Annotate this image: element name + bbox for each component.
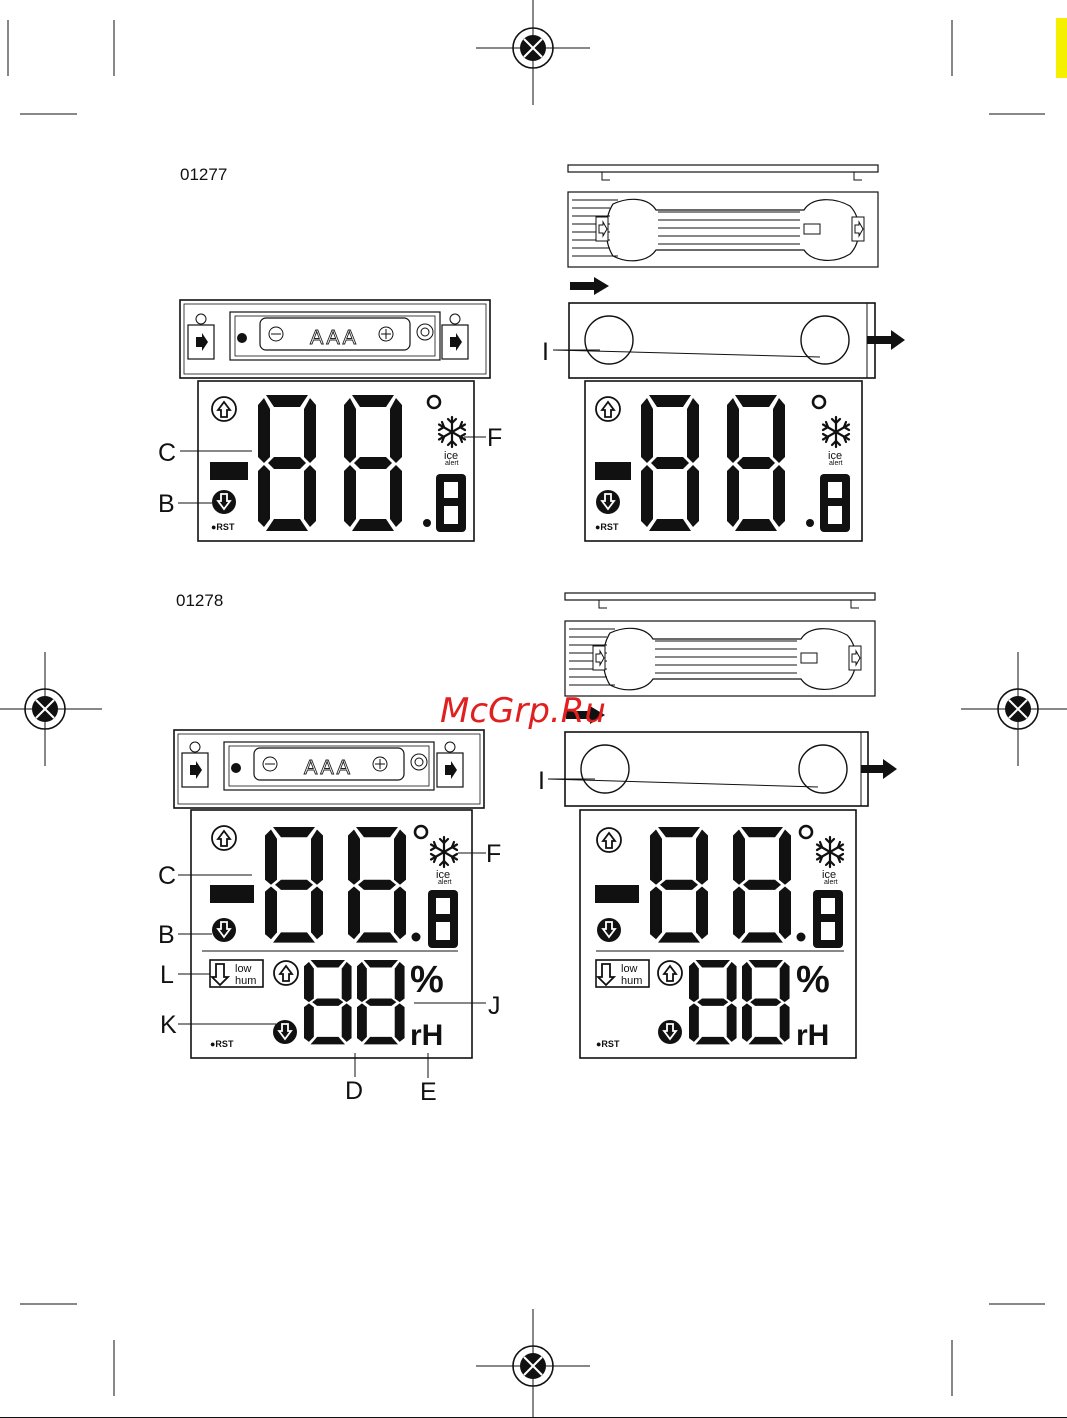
callout-C: C: [158, 439, 176, 467]
battery-cover-plate: [568, 192, 878, 267]
minus-segment: [595, 462, 631, 480]
callout-B: B: [158, 490, 175, 518]
callout-J: J: [488, 992, 501, 1020]
low-word: low: [621, 963, 638, 975]
callout-C: C: [158, 862, 176, 890]
alert-word: alert: [829, 460, 843, 467]
rh-label: rH: [796, 1019, 829, 1052]
battery-lid: [568, 165, 878, 180]
down-arrow-icon: [596, 490, 620, 514]
color-bar: [1056, 18, 1067, 78]
decimal-point: [806, 519, 814, 527]
callout-B: B: [158, 921, 175, 949]
brand-logo: ●RST: [595, 522, 619, 532]
lcd-panel: [198, 381, 474, 541]
callout-F: F: [486, 840, 501, 868]
registration-mark-icon: [476, 1309, 590, 1418]
alert-word: alert: [445, 460, 459, 467]
hum-word: hum: [235, 975, 256, 987]
decimal-point: [412, 933, 421, 942]
battery-label: AAA: [304, 757, 353, 779]
device-01277-open: AAA ice alert ●RST: [180, 300, 490, 541]
temp-decimal-digit: [436, 474, 466, 532]
device-01278-closed: ice alert low hum % rH ●RST: [565, 593, 897, 1058]
slide-arrow-icon: [570, 277, 609, 295]
down-arrow-icon: [273, 1020, 297, 1044]
minus-segment: [210, 462, 248, 480]
model-number-top: 01277: [180, 165, 227, 184]
down-arrow-icon: [597, 918, 621, 942]
registration-mark-icon: [476, 0, 590, 105]
brand-logo: ●RST: [211, 522, 235, 532]
minus-segment: [595, 885, 639, 903]
down-arrow-icon: [658, 1020, 682, 1044]
model-number-bottom: 01278: [176, 591, 223, 610]
registration-mark-icon: [0, 652, 102, 766]
down-arrow-icon: [212, 490, 236, 514]
device-01278-open: AAA ice alert low hum % rH ●RST: [174, 730, 484, 1058]
temp-decimal-digit: [813, 890, 843, 948]
percent-symbol: %: [410, 959, 444, 1001]
callout-F: F: [487, 424, 502, 452]
decimal-point: [797, 933, 806, 942]
battery-lid: [565, 593, 875, 608]
low-word: low: [235, 963, 252, 975]
callout-L: L: [160, 961, 174, 989]
percent-symbol: %: [796, 959, 830, 1001]
decimal-point: [423, 519, 431, 527]
alert-word: alert: [824, 879, 838, 886]
callout-E: E: [420, 1078, 437, 1106]
down-arrow-icon: [212, 918, 236, 942]
callout-K: K: [160, 1011, 177, 1039]
registration-mark-icon: [961, 652, 1067, 766]
rh-label: rH: [410, 1019, 443, 1052]
brand-logo: ●RST: [210, 1039, 234, 1049]
alert-word: alert: [438, 879, 452, 886]
closed-battery-cover: [569, 303, 905, 378]
brand-logo: ●RST: [596, 1039, 620, 1049]
battery-cover-plate: [565, 621, 875, 696]
device-01277-closed: ice alert ●RST: [568, 165, 905, 541]
minus-segment: [210, 885, 254, 903]
hum-word: hum: [621, 975, 642, 987]
battery-label: AAA: [310, 327, 359, 349]
callout-D: D: [345, 1077, 363, 1105]
temp-decimal-digit: [428, 890, 458, 948]
callout-I: I: [538, 767, 545, 795]
watermark: McGrp.Ru: [440, 691, 606, 731]
callout-I: I: [542, 338, 549, 366]
temp-decimal-digit: [820, 474, 850, 532]
